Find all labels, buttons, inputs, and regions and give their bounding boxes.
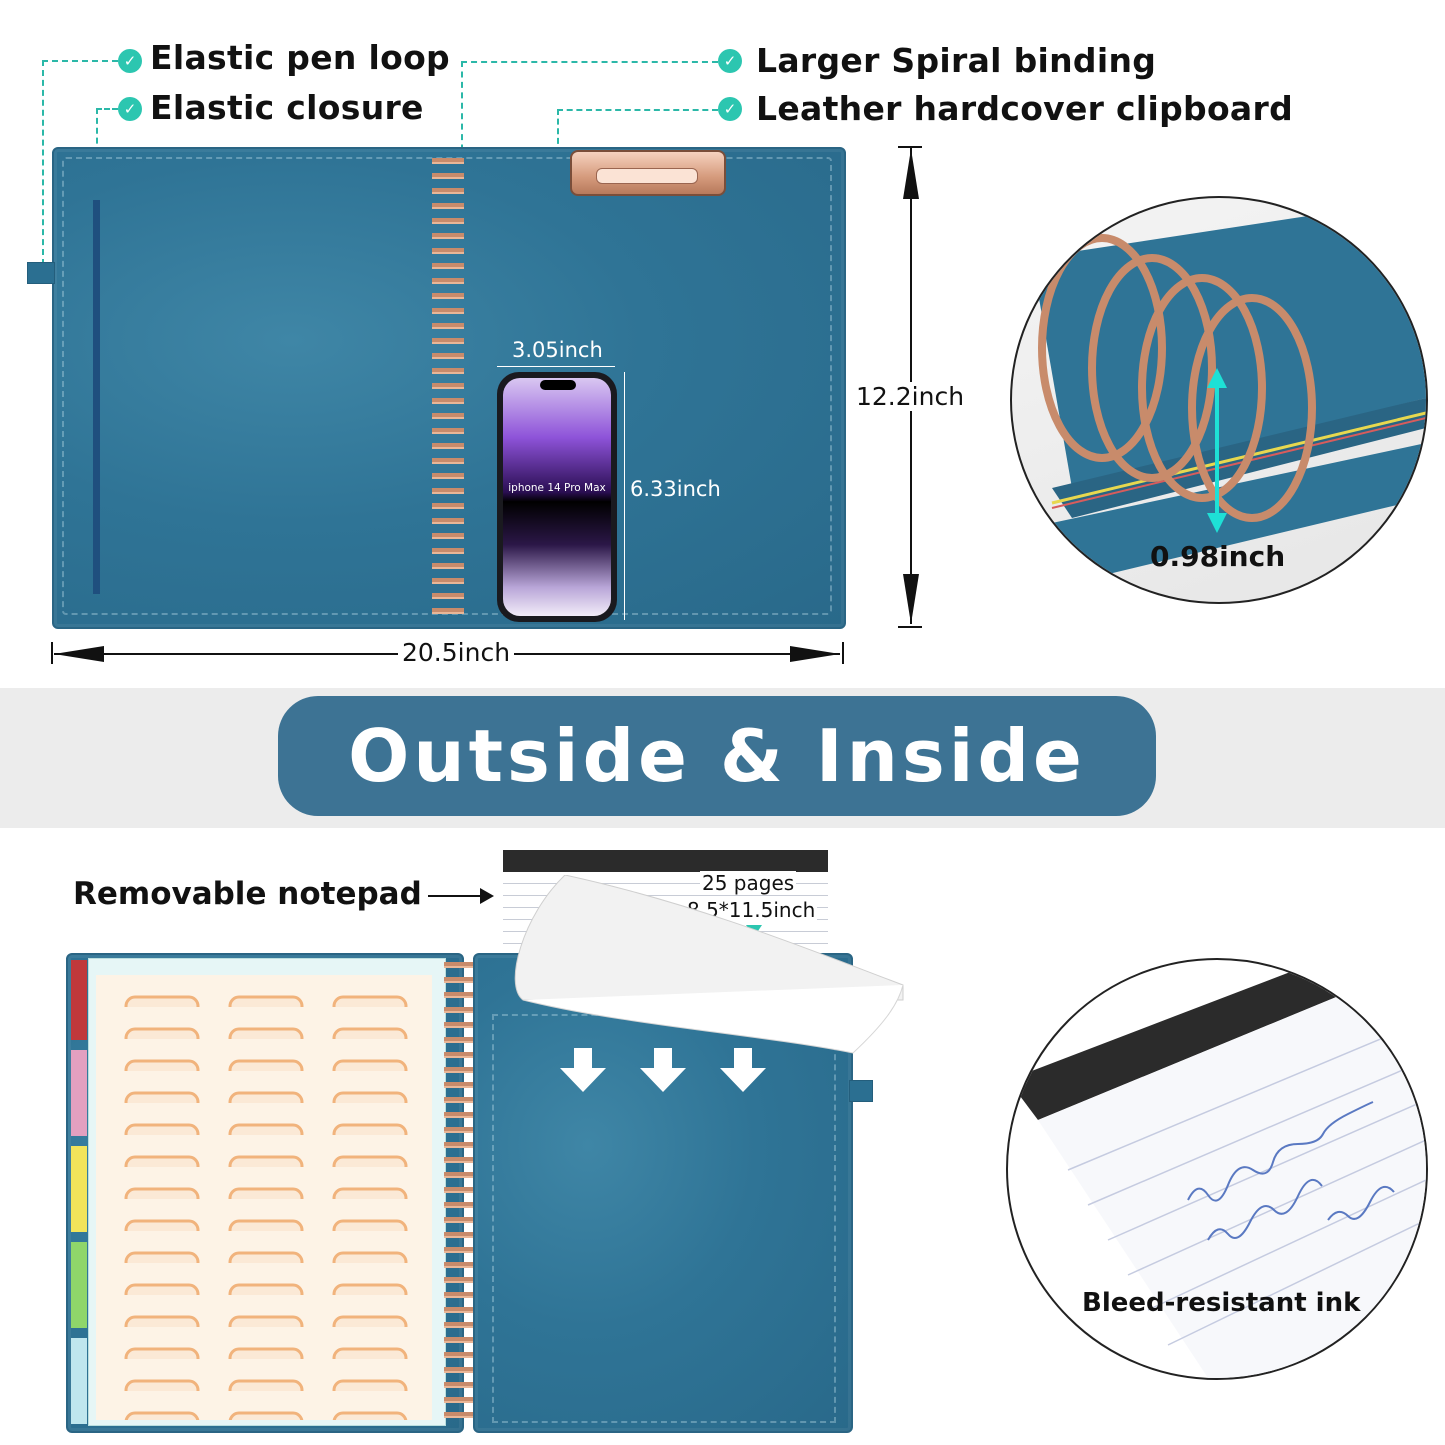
leader-line xyxy=(461,61,463,161)
phone-width-line xyxy=(497,366,615,367)
check-circle-icon: ✓ xyxy=(118,49,142,73)
ink-closeup-illustration xyxy=(1008,960,1426,1378)
ink-closeup xyxy=(1006,958,1428,1380)
closure-callout: Elastic closure xyxy=(150,88,424,127)
section-banner: Outside & Inside xyxy=(278,696,1156,816)
leader-line xyxy=(96,108,118,110)
check-circle-icon: ✓ xyxy=(718,97,742,121)
leader-line xyxy=(42,60,118,62)
notepad-size-label: 8.5*11.5inch xyxy=(685,898,818,922)
sticker-slots xyxy=(96,975,432,1420)
check-circle-icon: ✓ xyxy=(718,49,742,73)
clipboard-callout: Leather hardcover clipboard xyxy=(756,89,1294,128)
divider-tab xyxy=(71,1146,87,1232)
ring-closeup-illustration xyxy=(1032,198,1426,578)
width-label: 20.5inch xyxy=(398,638,515,667)
phone-model-label: iphone 14 Pro Max xyxy=(508,482,606,494)
spiral-binding xyxy=(444,956,476,1426)
spiral-callout: Larger Spiral binding xyxy=(756,41,1157,80)
clip-plate xyxy=(596,168,698,184)
leader-line xyxy=(461,61,718,63)
pen-loop xyxy=(27,262,55,284)
divider-tab xyxy=(71,1242,87,1328)
leader-line xyxy=(42,60,44,265)
ink-label: Bleed-resistant ink xyxy=(1082,1288,1361,1318)
notepad-pages-label: 25 pages xyxy=(700,871,797,895)
arrow-head xyxy=(480,888,494,904)
phone-screen xyxy=(503,378,611,616)
divider-tab xyxy=(71,1050,87,1136)
curling-page xyxy=(514,875,904,1054)
ring-depth-label: 0.98inch xyxy=(1150,540,1286,573)
arrow-down-icon xyxy=(560,1048,766,1092)
divider-tab xyxy=(71,960,87,1040)
height-tick xyxy=(898,146,922,148)
phone-width-label: 3.05inch xyxy=(512,338,603,362)
phone-height-line xyxy=(624,372,625,620)
width-tick xyxy=(51,642,53,664)
ring-closeup xyxy=(1010,196,1428,604)
leader-line xyxy=(557,109,718,111)
arrow-up-icon xyxy=(903,149,919,199)
divider-tab xyxy=(71,1338,87,1424)
notepad-callout: Removable notepad xyxy=(73,876,422,912)
arrow-down-icon xyxy=(903,574,919,624)
phone-height-label: 6.33inch xyxy=(630,477,721,501)
pen-loop xyxy=(849,1080,873,1102)
notepad-binding-strip xyxy=(503,850,828,872)
height-tick xyxy=(898,626,922,628)
arrow-right-icon xyxy=(428,895,488,897)
arrow-right-icon xyxy=(790,646,840,662)
spiral-binding xyxy=(432,152,464,622)
width-tick xyxy=(842,642,844,664)
arrow-left-icon xyxy=(54,646,104,662)
elastic-closure-band xyxy=(93,200,100,594)
height-label: 12.2inch xyxy=(852,382,969,411)
pen-loop-callout: Elastic pen loop xyxy=(150,38,450,77)
dynamic-island xyxy=(540,380,576,390)
check-circle-icon: ✓ xyxy=(118,97,142,121)
